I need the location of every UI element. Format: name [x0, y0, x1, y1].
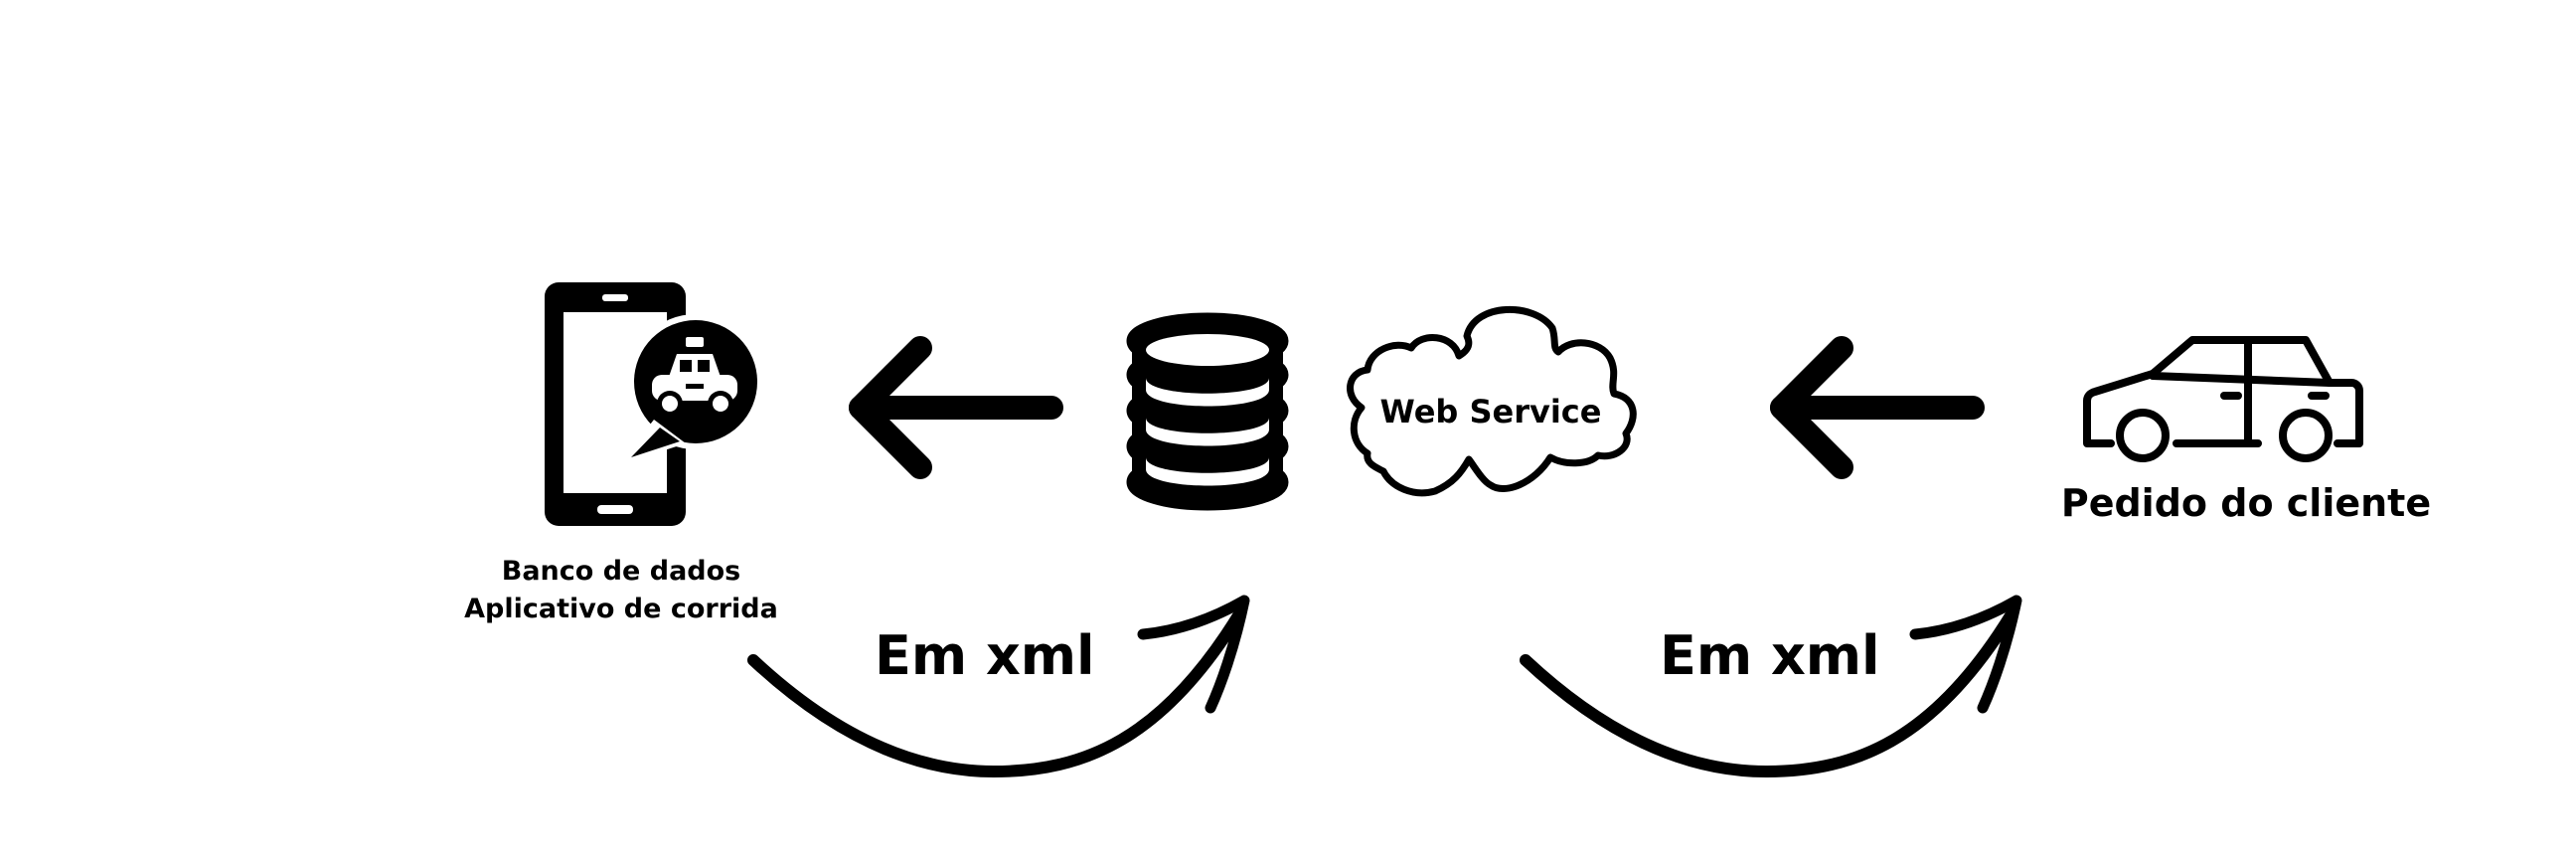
phone-label-line2: Aplicativo de corrida [464, 594, 778, 624]
taxi-icon [652, 337, 737, 417]
web-service-label: Web Service [1379, 393, 1602, 430]
arrow-left-icon [849, 336, 1063, 479]
xml-label: Em xml [1660, 624, 1880, 687]
car-icon [2083, 336, 2363, 462]
database-shell [1132, 314, 1283, 508]
client-order-label: Pedido do cliente [2060, 481, 2432, 525]
cloud-icon [1347, 306, 1637, 497]
curved-arrow-icon [747, 595, 1250, 778]
smartphone-taxi-app-icon [545, 282, 763, 526]
curved-arrow-icon [1520, 595, 2022, 778]
xml-label: Em xml [875, 624, 1095, 687]
arrow-left-icon [1770, 336, 1985, 479]
phone-label-line1: Banco de dados [501, 556, 741, 587]
